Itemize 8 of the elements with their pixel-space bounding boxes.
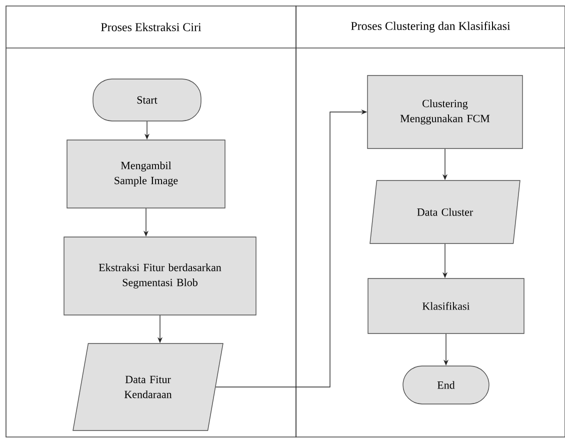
data-parallelogram: Data Cluster — [370, 180, 520, 244]
process-box: Mengambil Sample Image — [66, 140, 226, 208]
process-box: Klasifikasi — [368, 278, 524, 334]
terminal-stadium: Start — [92, 78, 202, 122]
terminal-stadium: End — [402, 366, 490, 404]
process-box: Ekstraksi Fitur berdasarkan Segmentasi Blob — [64, 236, 256, 316]
process-box: Clustering Menggunakan FCM — [367, 75, 523, 149]
data-parallelogram: Data Fitur Kendaraan — [72, 343, 224, 431]
